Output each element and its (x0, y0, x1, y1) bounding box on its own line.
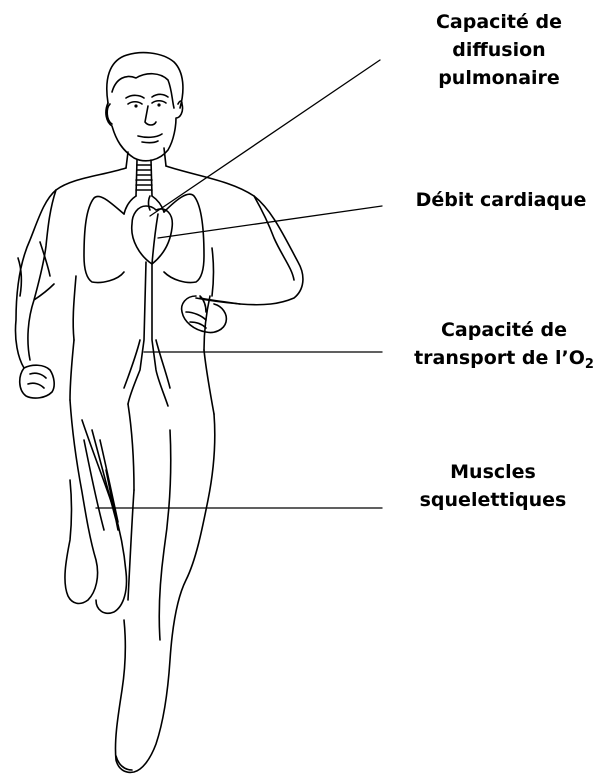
head (106, 101, 183, 161)
leader-line-pulmonary (150, 60, 380, 216)
label-o2-transport: Capacité de transport de l’O2 (410, 316, 598, 372)
label-pulmonary-diffusion: Capacité de diffusion pulmonaire (424, 8, 574, 92)
label-text: transport de l’O (414, 347, 585, 369)
left-fist (20, 365, 54, 398)
crotch (128, 404, 134, 490)
right-foot (116, 756, 132, 770)
left-lung (84, 196, 124, 282)
label-line: Capacité de (410, 316, 598, 344)
leader-line-cardiac (158, 206, 382, 238)
mouth (138, 134, 162, 137)
left-arm (28, 190, 56, 360)
right-leg (115, 414, 214, 772)
torso-outline (15, 166, 302, 368)
eye-right (152, 101, 166, 103)
subscript-2: 2 (585, 357, 594, 372)
label-line: pulmonaire (424, 64, 574, 92)
label-line: diffusion (424, 36, 574, 64)
label-line-with-subscript: transport de l’O2 (410, 344, 598, 372)
label-cardiac-output: Débit cardiaque (404, 186, 598, 214)
label-line: squelettiques (410, 486, 576, 514)
nose (145, 106, 156, 125)
vessels (128, 262, 168, 406)
label-line: Capacité de (424, 8, 574, 36)
thigh-muscles (84, 430, 118, 530)
right-arm (200, 196, 294, 304)
label-line: Muscles (410, 458, 576, 486)
eye-left (128, 102, 142, 104)
label-skeletal-muscles: Muscles squelettiques (410, 458, 576, 514)
hair (107, 53, 183, 108)
label-line: Débit cardiaque (404, 186, 598, 214)
